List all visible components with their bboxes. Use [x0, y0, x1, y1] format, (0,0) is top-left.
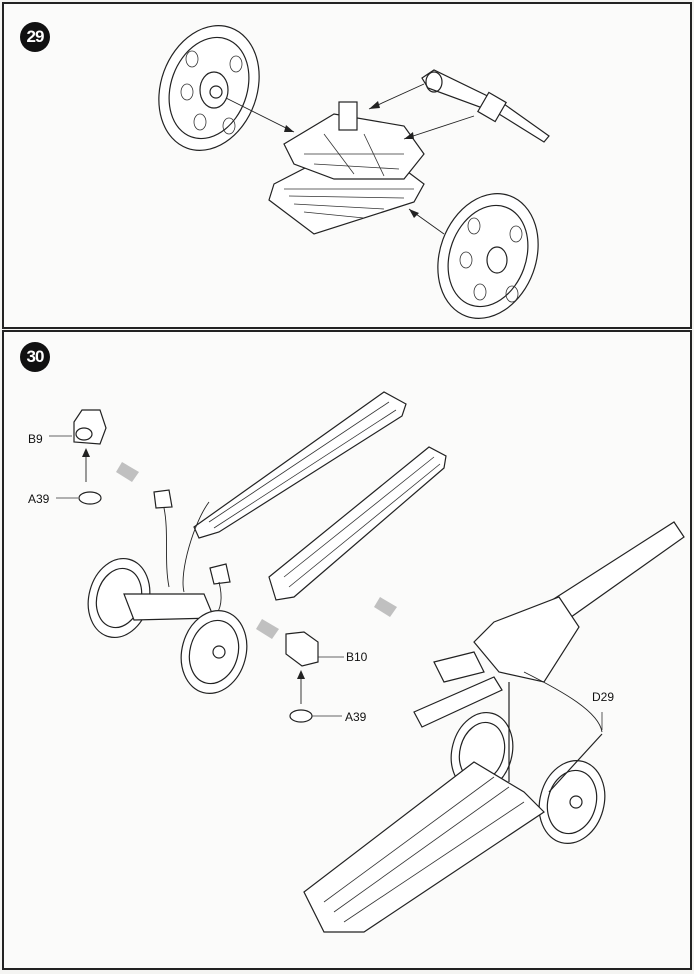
part-label-b10: B10	[346, 650, 368, 664]
step-29-panel: 29	[2, 2, 692, 329]
part-a39-lower	[289, 709, 313, 723]
step-30-illustration	[49, 391, 685, 933]
left-wheel	[158, 25, 260, 151]
step-30-panel: 30	[2, 330, 692, 970]
part-label-b9: B9	[28, 432, 43, 446]
part-label-a39-upper: A39	[28, 492, 50, 506]
completed-gun-assembly	[303, 521, 685, 933]
part-b9	[73, 409, 107, 445]
step-number-badge: 30	[20, 342, 50, 372]
step-29-illustration	[158, 25, 550, 319]
barrel-part	[421, 69, 550, 143]
axle-wheel-assembly	[87, 557, 248, 695]
small-bracket-left	[153, 489, 173, 509]
part-a39-upper	[78, 491, 102, 505]
part-label-d29: D29	[592, 690, 615, 704]
carriage-assembly	[268, 101, 425, 235]
glue-marks	[116, 462, 397, 639]
right-wheel	[437, 193, 539, 319]
upper-trail	[193, 391, 407, 539]
part-b10	[285, 631, 319, 667]
step-number-badge: 29	[20, 22, 50, 52]
small-bracket-mid	[209, 563, 231, 585]
part-label-a39-lower: A39	[345, 710, 367, 724]
lower-trail	[268, 446, 447, 601]
